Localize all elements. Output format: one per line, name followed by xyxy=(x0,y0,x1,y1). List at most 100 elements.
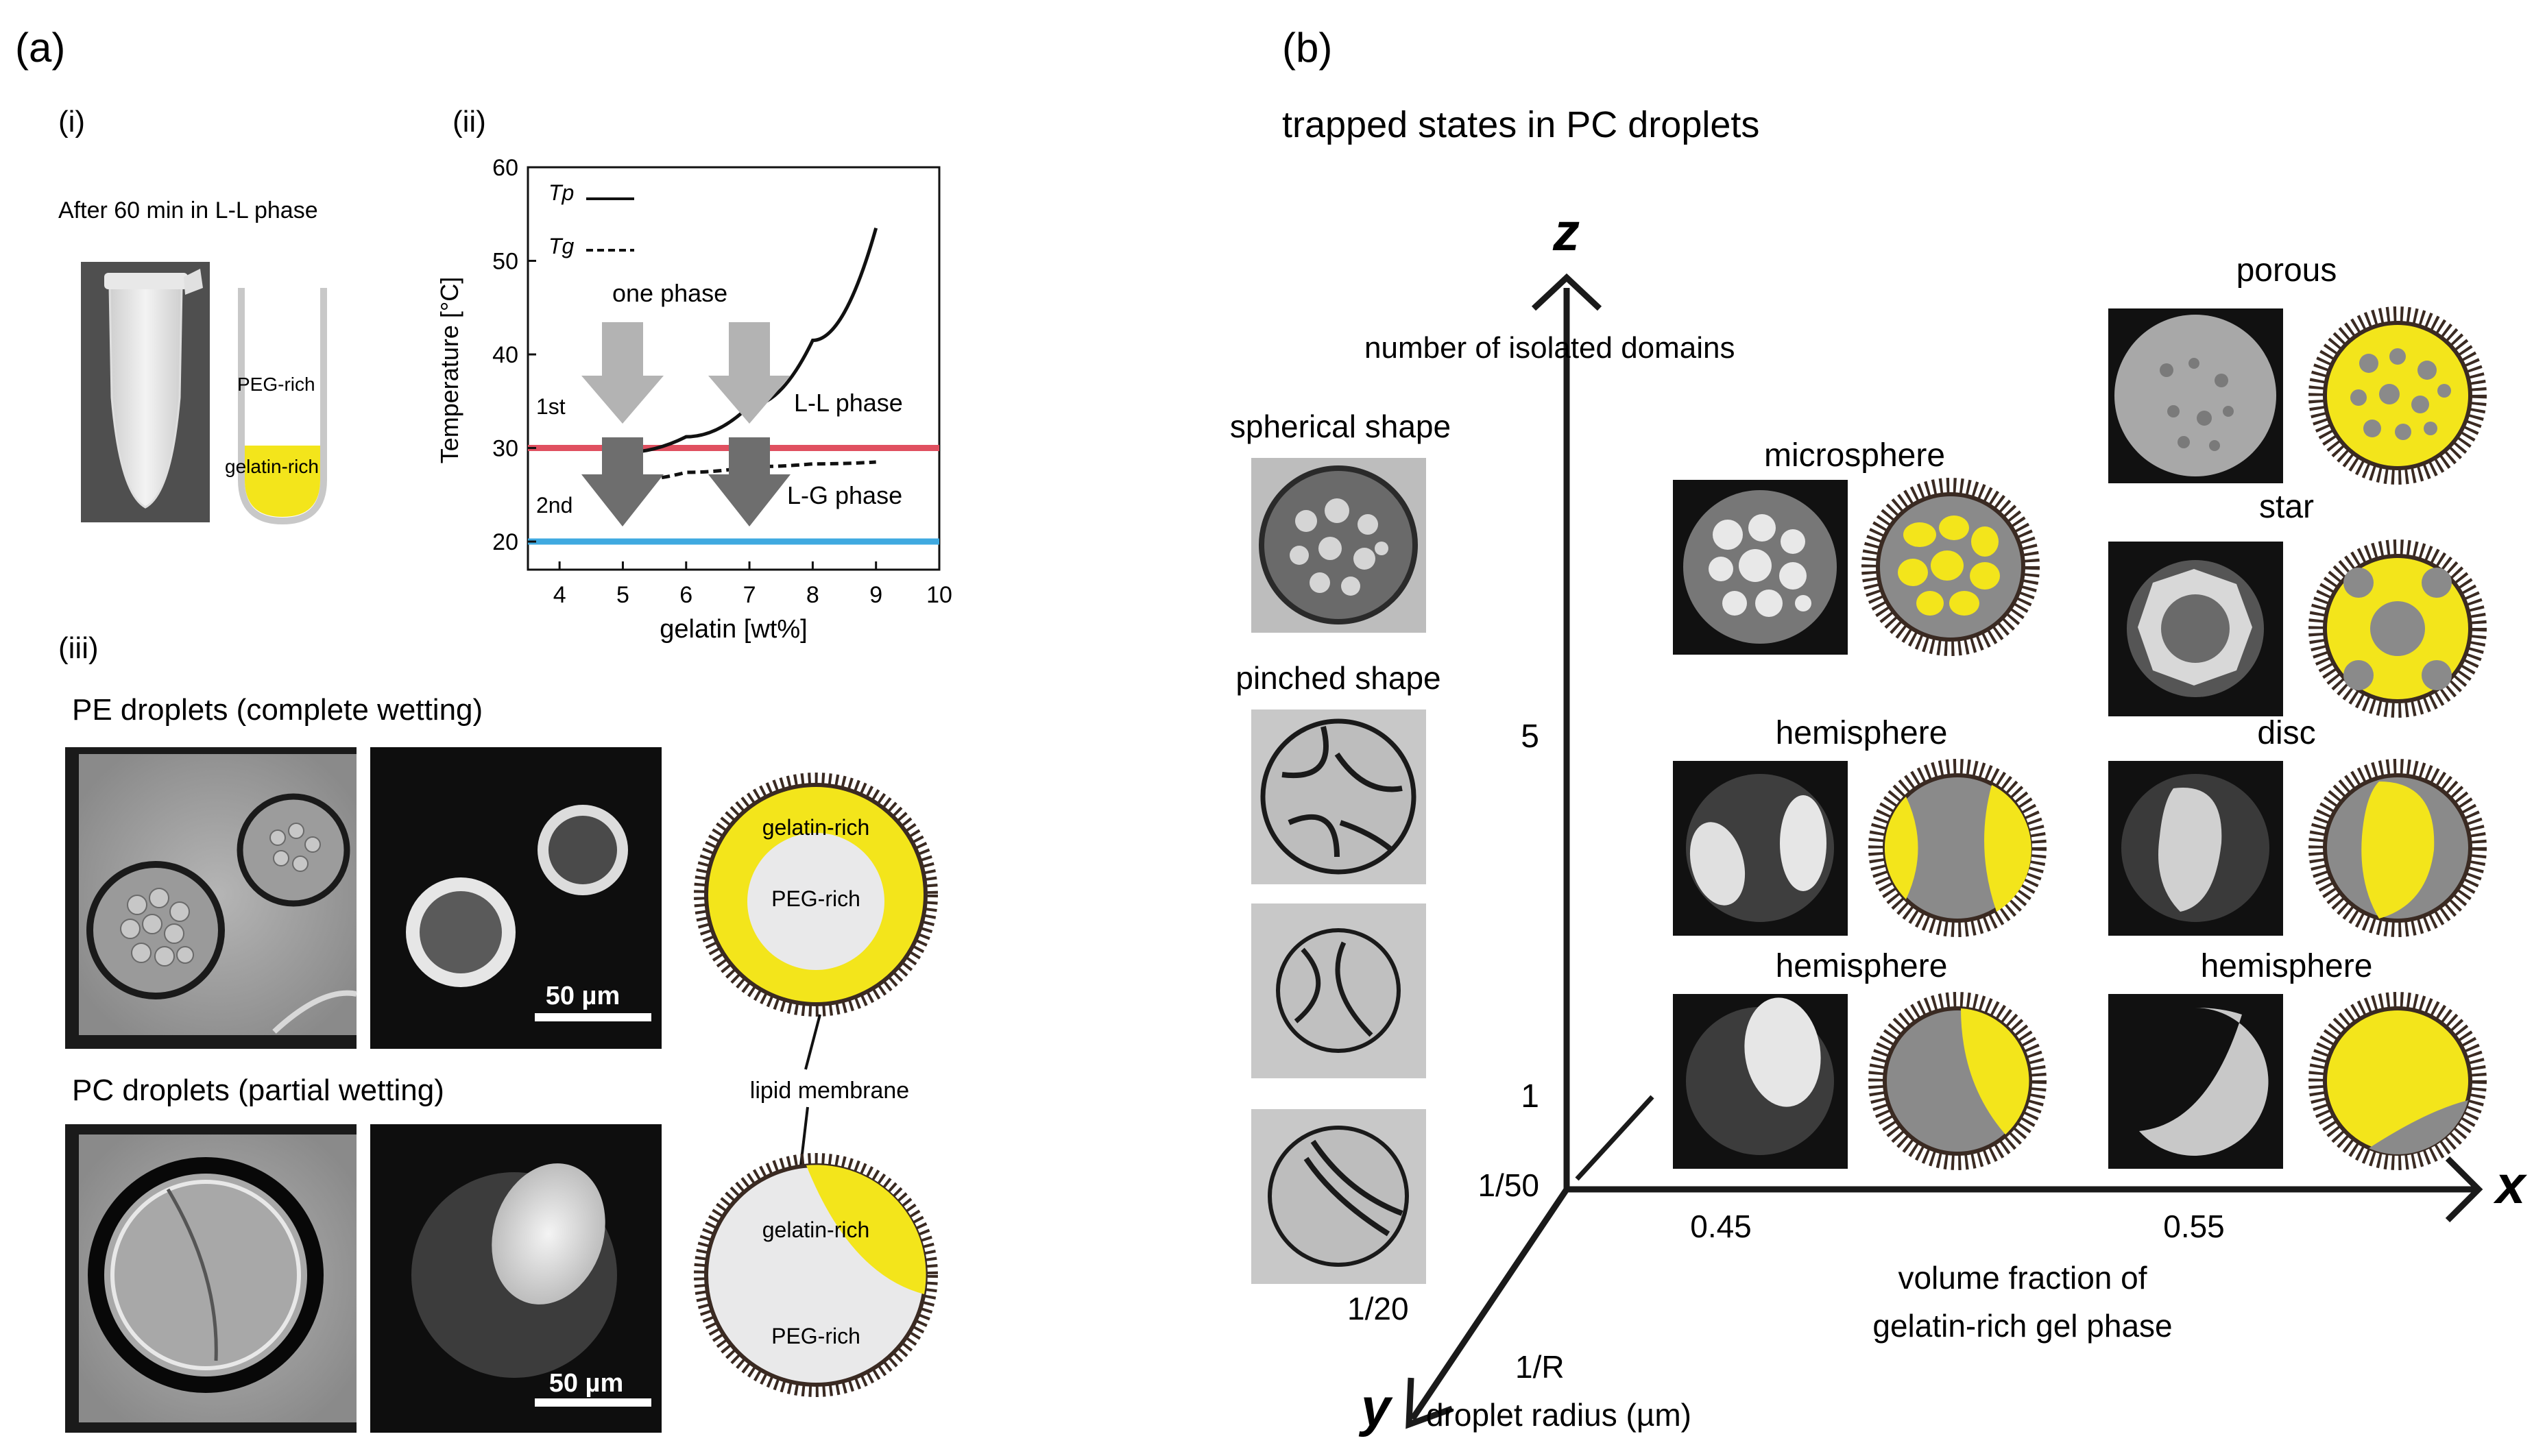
x-tick-label: 6 xyxy=(679,582,692,608)
state-microsphere-label: microsphere xyxy=(1764,437,1945,474)
pc-brightfield-image xyxy=(65,1124,357,1433)
star-image xyxy=(2108,542,2283,716)
spherical-shape-image xyxy=(1251,458,1426,633)
pe-outer-label: gelatin-rich xyxy=(762,815,870,840)
microsphere-image xyxy=(1673,480,1848,655)
x-tick-label: 10 xyxy=(926,582,952,608)
state-disc-label: disc xyxy=(2257,715,2315,751)
sub-iii-label: (iii) xyxy=(58,631,99,665)
pc-schematic xyxy=(694,1153,938,1397)
pinched-shape-image-1 xyxy=(1251,709,1426,884)
x-tick-label: 7 xyxy=(743,582,756,608)
pe-schematic xyxy=(694,773,938,1017)
lg-phase-label: L-G phase xyxy=(787,481,902,509)
state-hemisphere-low-right-label: hemisphere xyxy=(2201,948,2373,984)
pe-scale-bar xyxy=(535,1013,651,1021)
pe-title: PE droplets (complete wetting) xyxy=(72,693,483,727)
legend-tg-label: Tg xyxy=(548,234,575,258)
step-arrows xyxy=(581,322,791,526)
pinched-shape-image-2 xyxy=(1251,903,1426,1078)
x-axis-label-line1: volume fraction of xyxy=(1898,1260,2147,1296)
pc-scale-bar-label: 50 µm xyxy=(549,1369,624,1398)
y-axis-letter: y xyxy=(1358,1377,1393,1437)
step-2nd-label: 2nd xyxy=(536,493,572,518)
x-tick-label: 5 xyxy=(616,582,629,608)
panel-b-title: trapped states in PC droplets xyxy=(1282,104,1759,145)
membrane-pointer-upper xyxy=(804,1014,821,1070)
hemisphere-mid-image xyxy=(1673,761,1848,936)
pc-fluorescence-image: 50 µm xyxy=(370,1124,662,1433)
sub-ii-label: (ii) xyxy=(453,105,486,138)
y-tick-label: 20 xyxy=(492,529,518,555)
one-phase-label: one phase xyxy=(612,279,727,307)
hemisphere-mid-schematic xyxy=(1868,759,2047,937)
panel-b-label: (b) xyxy=(1282,25,1332,71)
pe-inner-label: PEG-rich xyxy=(771,886,860,911)
pc-gel-label: gelatin-rich xyxy=(762,1217,870,1242)
pc-peg-label: PEG-rich xyxy=(771,1324,860,1348)
z-arrowhead xyxy=(1531,273,1602,311)
hemisphere-low-right-schematic xyxy=(2308,992,2487,1170)
origin-label: 1/50 xyxy=(1477,1167,1539,1203)
step-1st-label: 1st xyxy=(536,394,566,419)
y-axis-label-2: droplet radius (µm) xyxy=(1426,1397,1691,1433)
x-axis-label-line2: gelatin-rich gel phase xyxy=(1872,1308,2172,1344)
pinched-shape-label: pinched shape xyxy=(1235,660,1440,696)
tube-top-label: PEG-rich xyxy=(237,374,315,395)
panel-a-label: (a) xyxy=(15,25,65,71)
tube-schematic xyxy=(238,288,327,525)
sub-i-caption: After 60 min in L-L phase xyxy=(58,197,318,223)
disc-schematic xyxy=(2308,759,2487,937)
pc-scale-bar xyxy=(535,1398,651,1407)
y-axis-label-1: 1/R xyxy=(1515,1349,1565,1385)
z-tick-5: 5 xyxy=(1521,718,1539,755)
x-tick-label: 4 xyxy=(553,582,566,608)
y-axis xyxy=(1410,1187,1569,1421)
z-axis-label: number of isolated domains xyxy=(1364,331,1735,365)
y-tick-label: 30 xyxy=(492,436,518,462)
z-axis-letter: z xyxy=(1552,202,1580,262)
hemisphere-low-left-schematic xyxy=(1868,992,2047,1170)
sub-i-label: (i) xyxy=(58,105,85,138)
series-Tg xyxy=(623,460,876,483)
y-arrowhead xyxy=(1406,1377,1454,1429)
x-arrowhead xyxy=(2445,1156,2483,1223)
membrane-label: lipid membrane xyxy=(750,1078,909,1104)
3d-axes xyxy=(1406,273,2483,1429)
hemisphere-low-right-image xyxy=(2108,994,2283,1169)
tube-bottom-label: gelatin-rich xyxy=(225,456,319,477)
state-hemisphere-mid-label: hemisphere xyxy=(1776,715,1948,751)
porous-schematic xyxy=(2308,306,2487,485)
pinched-shape-image-3 xyxy=(1251,1109,1426,1284)
x-tick-055: 0.55 xyxy=(2163,1209,2225,1244)
tube-photo xyxy=(81,262,210,522)
y-tick-label: 50 xyxy=(492,249,518,275)
pc-title: PC droplets (partial wetting) xyxy=(72,1073,444,1107)
y-axis-label: Temperature [°C] xyxy=(435,277,463,464)
x-tick-label: 9 xyxy=(869,582,882,608)
x-axis-letter: x xyxy=(2493,1154,2528,1215)
y-tick-label: 40 xyxy=(492,342,518,368)
z-tick-1: 1 xyxy=(1521,1078,1539,1115)
state-hemisphere-low-left-label: hemisphere xyxy=(1776,948,1948,984)
arrow-1st-left xyxy=(581,322,664,424)
x-axis-label: gelatin [wt%] xyxy=(660,615,807,644)
pe-brightfield-image xyxy=(65,747,357,1049)
arrow-2nd-left xyxy=(581,437,664,526)
pe-scale-bar-label: 50 µm xyxy=(546,982,620,1010)
state-star-label: star xyxy=(2259,489,2314,525)
y-tick-120: 1/20 xyxy=(1347,1291,1409,1326)
spherical-shape-label: spherical shape xyxy=(1230,409,1451,444)
arrow-1st-right xyxy=(708,322,791,424)
porous-image xyxy=(2108,308,2283,483)
y-tick-label: 60 xyxy=(492,155,518,181)
legend-tp-label: Tp xyxy=(548,180,574,205)
disc-image xyxy=(2108,761,2283,936)
y-tick-line xyxy=(1575,1095,1654,1181)
x-tick-label: 8 xyxy=(806,582,819,608)
arrow-2nd-right xyxy=(708,437,791,526)
star-schematic xyxy=(2308,539,2487,718)
pe-fluorescence-image: 50 µm xyxy=(370,747,662,1049)
